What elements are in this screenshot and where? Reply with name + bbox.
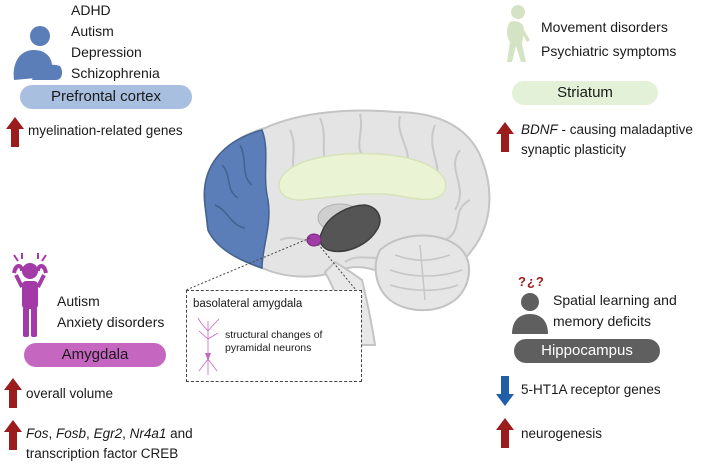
inset-title: basolateral amygdala (193, 298, 303, 310)
gene-name: Fosb (56, 426, 87, 441)
finding-line: synaptic plasticity (521, 142, 627, 157)
striatum-label: Striatum (512, 81, 658, 105)
condition-item: Anxiety disorders (57, 314, 165, 330)
amygdala-finding-volume: overall volume (26, 386, 114, 401)
prefrontal-region (203, 129, 270, 270)
anxious-person-icon (12, 253, 48, 337)
confused-person-icon (512, 293, 548, 334)
sad-person-icon (13, 26, 63, 80)
condition-item: Movement disorders (541, 19, 668, 35)
condition-item: Schizophrenia (71, 65, 160, 81)
finding-line: transcription factor CREB (26, 446, 179, 461)
prefrontal-label: Prefrontal cortex (20, 85, 192, 109)
arrow-down-icon (496, 376, 514, 406)
striatum-conditions: Movement disorders Psychiatric symptoms (541, 15, 676, 63)
amygdala-conditions: Autism Anxiety disorders (57, 291, 164, 333)
inset-pointer-right (317, 243, 357, 291)
inset-pointer-left (185, 237, 311, 291)
arrow-up-icon (496, 122, 514, 152)
confused-marks: ?¿? (518, 274, 545, 289)
gene-name: Egr2 (93, 426, 123, 441)
prefrontal-conditions: ADHD Autism Depression Schizophrenia (71, 0, 160, 84)
striatum-region (278, 152, 447, 201)
arrow-up-icon (4, 420, 22, 450)
condition-item: Psychiatric symptoms (541, 43, 677, 59)
gene-name: BDNF (521, 122, 558, 137)
condition-item: memory deficits (553, 313, 652, 329)
hippocampus-region (319, 204, 381, 252)
gene-name: Fos (26, 426, 49, 441)
trembling-person-icon (507, 5, 530, 62)
pyramidal-neuron-icon (197, 317, 220, 375)
hippocampus-finding-receptor: 5-HT1A receptor genes (521, 382, 661, 397)
arrow-up-icon (496, 418, 514, 448)
hippocampus-label: Hippocampus (514, 339, 660, 363)
condition-item: Depression (71, 44, 142, 60)
condition-item: Spatial learning and (553, 292, 677, 308)
amygdala-label: Amygdala (24, 343, 166, 367)
hippocampus-finding-neurogenesis: neurogenesis (521, 426, 603, 441)
condition-item: ADHD (71, 2, 111, 18)
prefrontal-finding: myelination-related genes (28, 123, 183, 138)
gene-name: Nr4a1 (129, 426, 167, 441)
arrow-up-icon (6, 117, 24, 147)
striatum-finding: BDNF - causing maladaptive synaptic plas… (521, 120, 693, 160)
condition-item: Autism (57, 293, 100, 309)
inset-caption: structural changes of pyramidal neurons (225, 329, 323, 354)
hippocampus-conditions: Spatial learning and memory deficits (553, 290, 677, 332)
basolateral-amygdala-inset: basolateral amygdala structural changes … (186, 290, 362, 382)
condition-item: Autism (71, 23, 114, 39)
amygdala-region (306, 233, 322, 247)
arrow-up-icon (4, 378, 22, 408)
amygdala-finding-genes: Fos, Fosb, Egr2, Nr4a1 and transcription… (26, 424, 193, 464)
